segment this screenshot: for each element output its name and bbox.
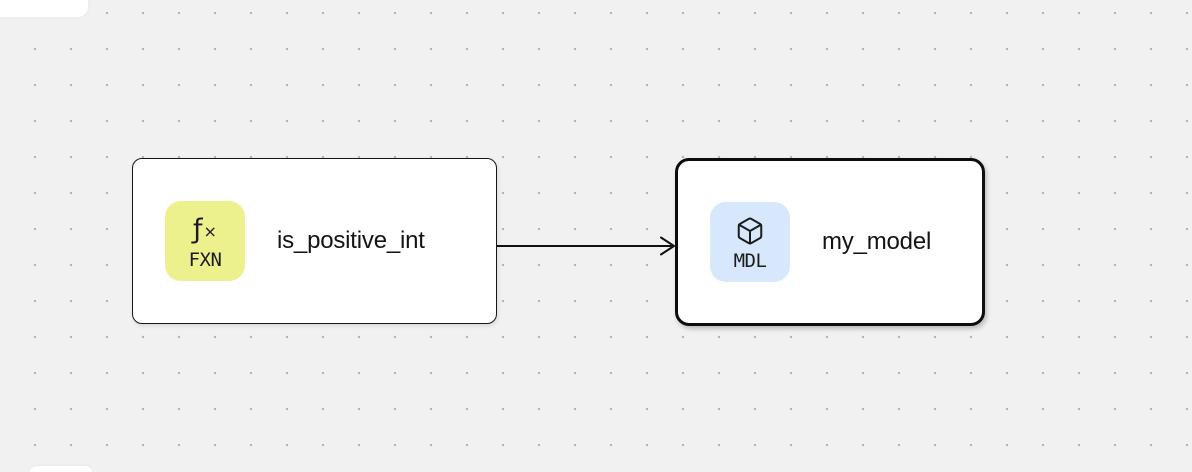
function-sub-glyph: × — [203, 221, 217, 241]
cube-icon — [735, 214, 765, 248]
function-badge-label: FXN — [188, 248, 222, 271]
node-my-model[interactable]: MDL my_model — [675, 158, 985, 326]
edge-arrow[interactable] — [496, 236, 675, 256]
model-badge-label: MDL — [733, 249, 767, 272]
node-is-positive-int[interactable]: ƒ× FXN is_positive_int — [132, 158, 497, 324]
function-glyph: ƒ — [193, 214, 203, 245]
node-label-my-model: my_model — [822, 228, 932, 255]
function-badge: ƒ× FXN — [165, 201, 245, 281]
function-icon: ƒ× — [193, 213, 217, 247]
model-badge: MDL — [710, 202, 790, 282]
panel-fragment-top-left — [0, 0, 88, 17]
panel-fragment-bottom-left — [30, 466, 92, 472]
node-label-is-positive-int: is_positive_int — [277, 227, 425, 254]
